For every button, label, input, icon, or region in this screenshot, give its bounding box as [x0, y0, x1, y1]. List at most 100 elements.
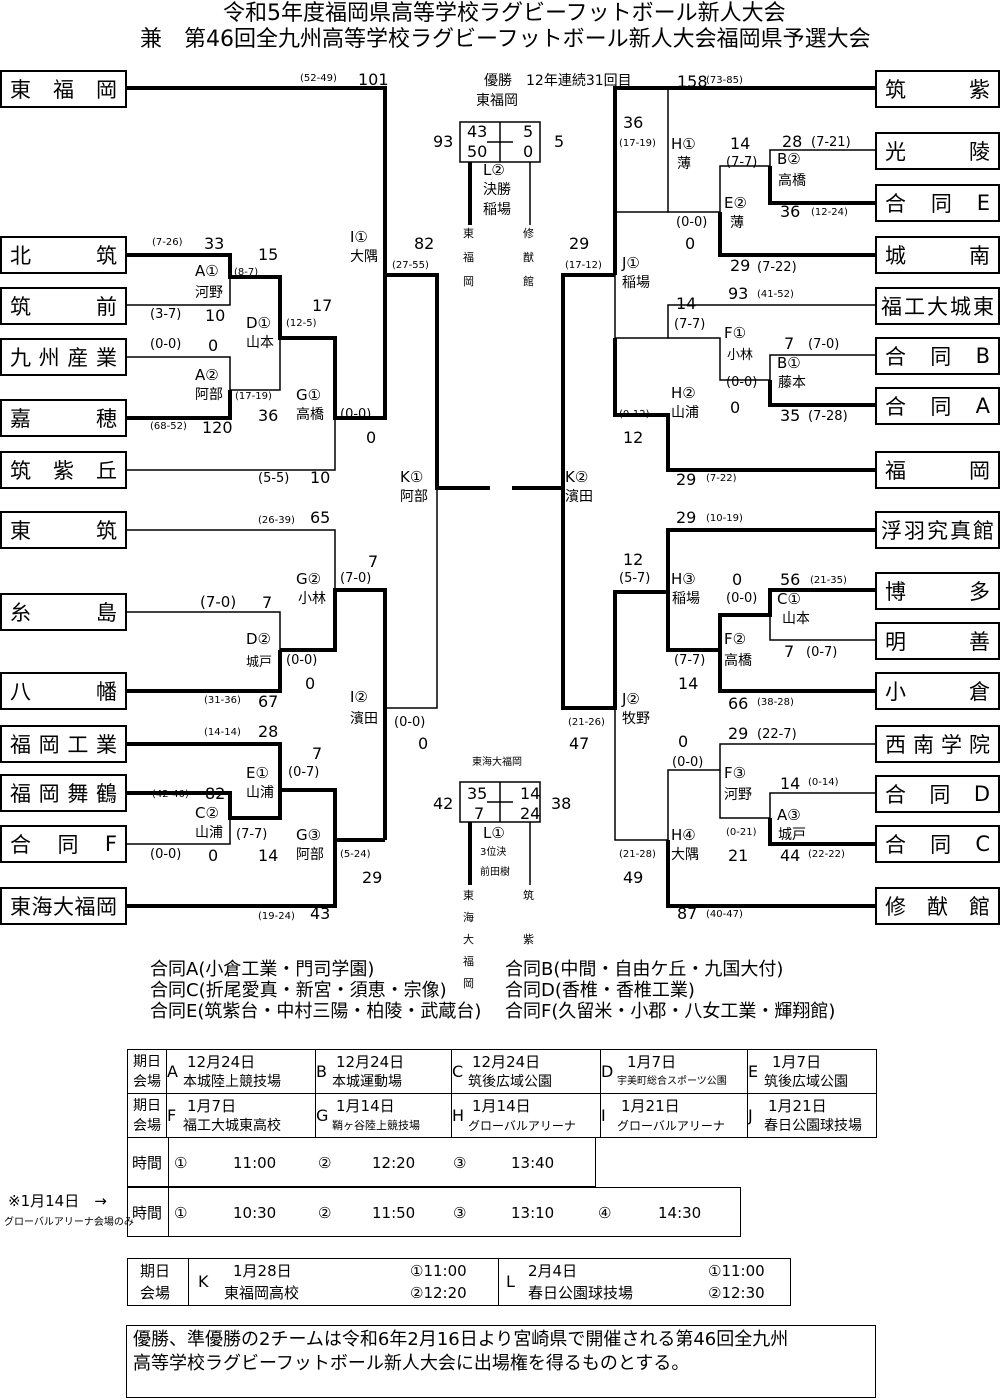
bracket-label: 65	[310, 508, 331, 527]
bracket-label: F②	[724, 630, 747, 648]
bracket-label: K②	[565, 468, 589, 486]
bracket-label: 決勝	[483, 182, 511, 198]
bracket-label: 14	[676, 294, 697, 313]
bracket-label: (0-0)	[726, 375, 758, 390]
bracket-label: J①	[622, 254, 640, 272]
team-box-jonan: 城南	[875, 236, 1000, 274]
bracket-label: (0-0)	[150, 847, 182, 862]
bracket-label: 10	[310, 468, 331, 487]
bracket-label: 158	[677, 72, 708, 91]
bracket-label: 城戸	[246, 655, 273, 670]
team-box-kaho: 嘉穂	[0, 399, 127, 437]
bracket-label: (8-7)	[234, 267, 259, 278]
bracket-label: 50	[467, 142, 488, 161]
bracket-label: 薄	[730, 215, 744, 231]
bracket-label: H①	[671, 135, 696, 153]
bracket-label: 21	[728, 846, 749, 865]
bracket-label: 阿部	[296, 847, 324, 863]
bracket-label: (7-0)	[340, 571, 372, 586]
bracket-label: (19-24)	[258, 911, 295, 922]
team-box-itoshima: 糸島	[0, 593, 127, 631]
bracket-label: 0	[732, 570, 743, 589]
bracket-label: 29	[569, 234, 590, 253]
bracket-label: D①	[246, 314, 271, 332]
bracket-label: 稲場	[622, 275, 650, 291]
bracket-label: C②	[195, 804, 219, 822]
bracket-label: 14	[678, 674, 699, 693]
team-box-ukiha-kyushinkan: 浮羽究真館	[875, 511, 1000, 549]
bracket-label: (0-12)	[619, 409, 650, 420]
team-box-chikushigaoka: 筑紫丘	[0, 451, 127, 489]
bracket-label: 0	[678, 732, 689, 751]
bracket-label: 42	[433, 794, 454, 813]
bracket-label: 28	[258, 722, 279, 741]
bracket-label: (0-14)	[808, 777, 839, 788]
bracket-label: (5-24)	[340, 849, 371, 860]
bracket-label: (0-0)	[340, 407, 372, 422]
vertical-team-char: 東	[463, 889, 474, 902]
bracket-label: 29	[676, 470, 697, 489]
team-box-koryo: 光陵	[875, 132, 1000, 170]
jan14-note: ※1月14日 →	[8, 1192, 107, 1210]
vertical-team-char: 修	[523, 227, 534, 240]
bracket-label: A②	[195, 366, 219, 384]
bracket-label: 0	[208, 846, 219, 865]
bracket-label: E①	[246, 764, 269, 782]
vertical-team-char: 大	[463, 933, 474, 946]
time-row-2: 時間 ① 10:30 ② 11:50 ③ 13:10 ④ 14:30	[127, 1187, 741, 1237]
bracket-label: 49	[623, 868, 644, 887]
team-box-meizen: 明善	[875, 622, 1000, 660]
team-box-tokai-fukuoka: 東海大福岡	[0, 887, 127, 925]
godo-note-e: 合同E(筑紫台・中村三陽・柏陵・武蔵台)	[150, 1001, 482, 1022]
bracket-label: 0	[523, 142, 534, 161]
team-box-higashichiku: 東筑	[0, 511, 127, 549]
bracket-label: (12-5)	[286, 318, 317, 329]
team-box-fukuoka-maizuru: 福岡舞鶴	[0, 774, 127, 812]
vertical-team-char: 筑	[523, 889, 534, 902]
bracket-label: 7	[784, 334, 795, 353]
godo-note-a: 合同A(小倉工業・門司学園)	[150, 959, 375, 980]
bracket-label: (12-24)	[811, 207, 848, 218]
bracket-label: 28	[782, 132, 803, 151]
bracket-label: 10	[205, 306, 226, 325]
bracket-label: (7-22)	[706, 473, 737, 484]
bracket-label: F③	[724, 764, 747, 782]
bracket-label: (7-26)	[152, 237, 183, 248]
team-box-seinan-gakuin: 西南学院	[875, 725, 1000, 763]
bracket-lines	[126, 86, 876, 908]
bracket-label: B②	[777, 150, 801, 168]
bracket-label: 山本	[246, 335, 274, 351]
bracket-label: 29	[730, 256, 751, 275]
bracket-label: 29	[676, 508, 697, 527]
bracket-label: C①	[777, 590, 801, 608]
bracket-label: (31-36)	[204, 695, 241, 706]
bracket-label: 小林	[727, 348, 754, 363]
team-box-shuyukan: 修猷館	[875, 887, 1000, 925]
bracket-label: (22-22)	[808, 849, 845, 860]
bracket-label: A③	[777, 806, 801, 824]
bracket-label: 36	[623, 113, 644, 132]
bracket-label: (21-28)	[619, 849, 656, 860]
bracket-label: 小林	[298, 591, 326, 607]
title-line-1: 令和5年度福岡県高等学校ラグビーフットボール新人大会	[223, 1, 786, 26]
team-box-fukoudai-joto: 福工大城東	[875, 287, 1000, 325]
title-line-2: 兼 第46回全九州高等学校ラグビーフットボール新人大会福岡県予選大会	[140, 27, 871, 52]
bracket-label: 0	[418, 734, 429, 753]
bracket-label: (7-0)	[808, 337, 840, 352]
godo-note-d: 合同D(香椎・香椎工業)	[505, 980, 695, 1001]
bracket-label: J②	[622, 690, 640, 708]
bracket-label: 0	[685, 234, 696, 253]
bracket-label: (7-0)	[200, 593, 237, 611]
bracket-label: (14-14)	[204, 727, 241, 738]
bracket-label: 高橋	[724, 653, 752, 669]
bracket-label: 12	[623, 428, 644, 447]
bracket-label: 山本	[782, 611, 810, 627]
bracket-label: 3位決	[480, 847, 507, 858]
bracket-label: (0-7)	[806, 645, 838, 660]
bracket-label: 82	[205, 784, 226, 803]
bracket-label: 120	[202, 418, 233, 437]
